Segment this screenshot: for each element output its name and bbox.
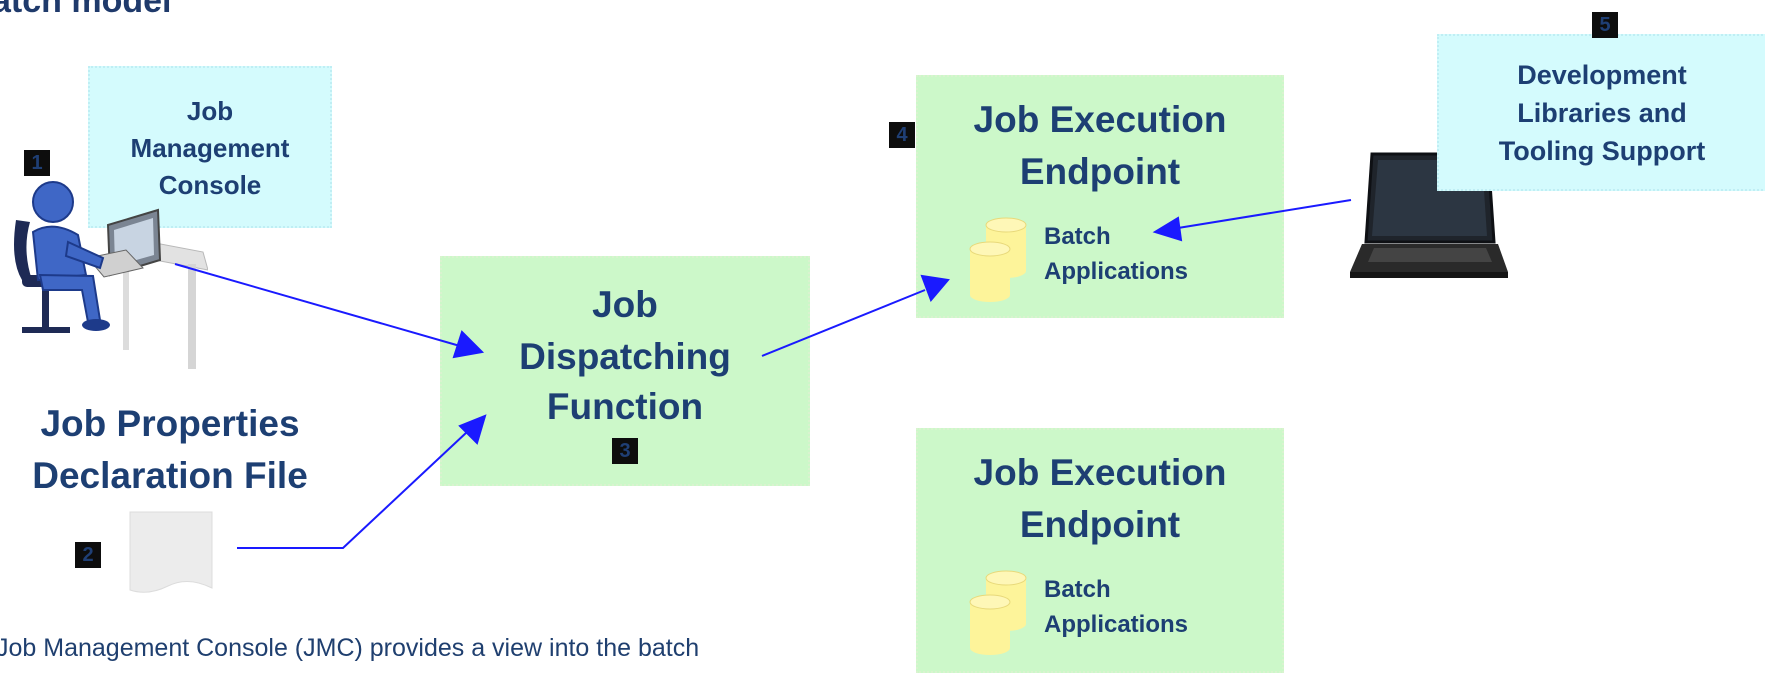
- arrow-dev-to-apps-head: [1152, 216, 1183, 242]
- job-properties-label-1: Job Properties: [40, 403, 300, 444]
- jmc-line-3: Console: [158, 170, 262, 200]
- endpoint2-line-1: Job Execution: [973, 452, 1227, 493]
- slide-title: atch model: [0, 0, 172, 20]
- dev-line-2: Libraries and: [1517, 98, 1687, 128]
- dispatch-line-2: Dispatching: [519, 336, 731, 377]
- arrow-dispatch-to-endpoint-head: [920, 274, 950, 302]
- job-execution-endpoint-box-1: Job Execution Endpoint Batch Application…: [916, 75, 1284, 318]
- database-icon-2: [969, 570, 1027, 655]
- endpoint2-apps-1: Batch: [1044, 576, 1111, 603]
- dev-line-3: Tooling Support: [1498, 136, 1706, 166]
- jmc-line-1: Job: [186, 96, 234, 126]
- badge-1: 1: [24, 150, 50, 176]
- endpoint2-apps-2: Applications: [1044, 611, 1189, 638]
- endpoint1-line-2: Endpoint: [1019, 151, 1181, 192]
- arrow-dispatch-to-endpoint: [761, 289, 926, 357]
- endpoint1-apps-1: Batch: [1044, 223, 1111, 250]
- dispatch-line-1: Job: [592, 284, 658, 325]
- badge-4: 4: [889, 122, 915, 148]
- badge-3: 3: [612, 438, 638, 464]
- arrow-dev-to-apps: [1177, 199, 1352, 229]
- dev-line-1: Development: [1517, 60, 1687, 90]
- jmc-line-2: Management: [130, 133, 290, 163]
- endpoint2-line-2: Endpoint: [1019, 504, 1181, 545]
- badge-5: 5: [1592, 12, 1618, 38]
- user-at-computer-icon: [14, 181, 208, 369]
- development-libraries-box: Development Libraries and Tooling Suppor…: [1437, 34, 1765, 191]
- caption-text: Job Management Console (JMC) provides a …: [0, 634, 700, 662]
- arrow-file-to-dispatch-head: [458, 414, 487, 445]
- job-properties-label-2: Declaration File: [32, 455, 308, 496]
- endpoint1-apps-2: Applications: [1044, 258, 1189, 285]
- arrow-console-to-dispatch-head: [452, 330, 485, 359]
- database-icon-1: [969, 217, 1027, 302]
- job-management-console-box: Job Management Console: [88, 66, 332, 228]
- arrow-file-to-dispatch: [237, 431, 468, 549]
- job-execution-endpoint-box-2: Job Execution Endpoint Batch Application…: [916, 428, 1284, 673]
- arrow-console-to-dispatch: [174, 263, 461, 347]
- badge-2: 2: [75, 542, 101, 568]
- endpoint1-line-1: Job Execution: [973, 99, 1227, 140]
- dispatch-line-3: Function: [546, 386, 704, 427]
- document-icon: [129, 511, 213, 593]
